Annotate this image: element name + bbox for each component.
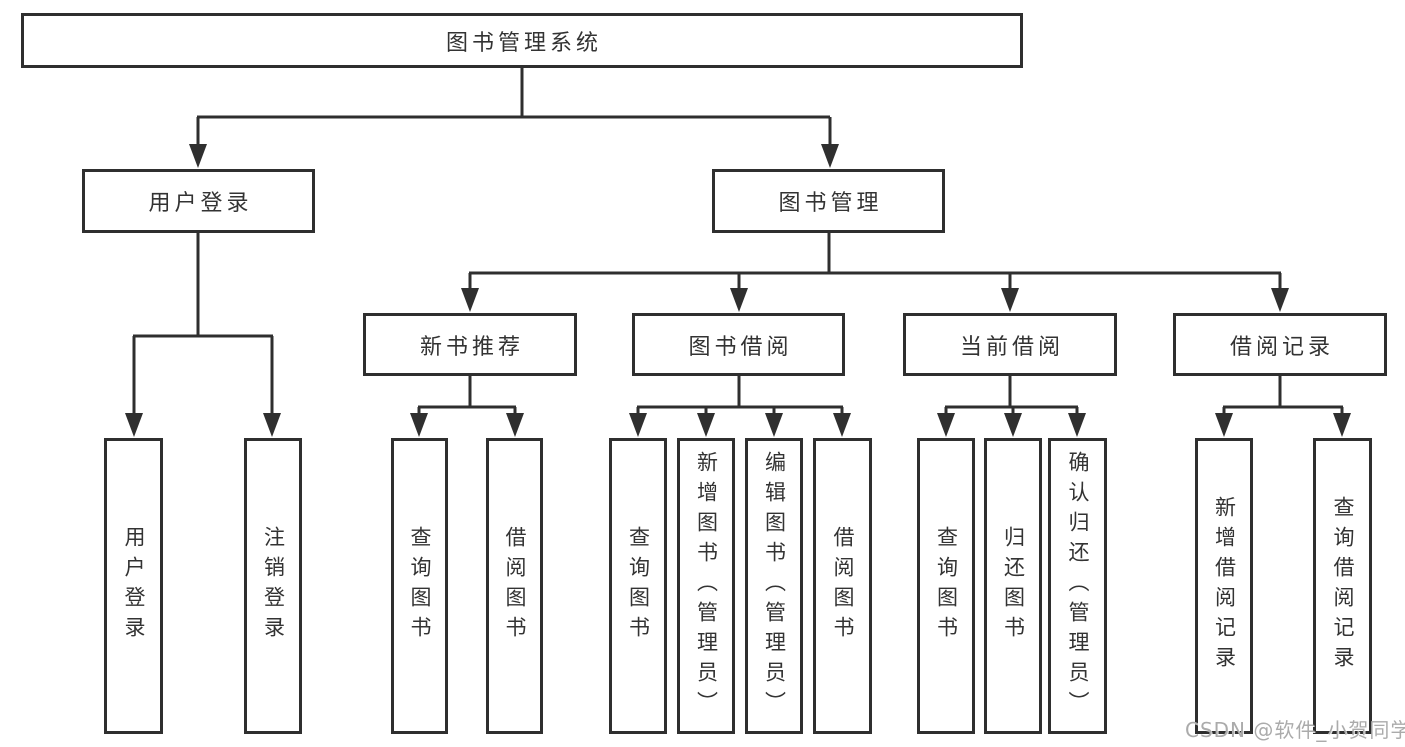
connector-segments <box>132 68 1344 417</box>
leaf-add-borrow-record: 新增借阅记录 <box>1195 438 1253 734</box>
leaf-return-books: 归还图书 <box>984 438 1042 734</box>
leaf-add-books-admin: 新增图书（管理员） <box>677 438 735 734</box>
node-book-borrowing: 图书借阅 <box>632 313 845 376</box>
node-new-book-recommendation: 新书推荐 <box>363 313 577 376</box>
leaf-recommend-query-books: 查询图书 <box>391 438 448 734</box>
leaf-query-borrow-record: 查询借阅记录 <box>1313 438 1372 734</box>
leaf-recommend-borrow-books: 借阅图书 <box>486 438 543 734</box>
node-book-management: 图书管理 <box>712 169 945 233</box>
leaf-current-query-books: 查询图书 <box>917 438 975 734</box>
leaf-logout: 注销登录 <box>244 438 302 734</box>
csdn-watermark: CSDN @软件_小贺同学 <box>1185 718 1405 742</box>
node-root-system: 图书管理系统 <box>21 13 1023 68</box>
node-current-borrowing: 当前借阅 <box>903 313 1117 376</box>
leaf-user-login: 用户登录 <box>104 438 163 734</box>
leaf-borrowing-query-books: 查询图书 <box>609 438 667 734</box>
node-user-login: 用户登录 <box>82 169 315 233</box>
node-borrowing-records: 借阅记录 <box>1173 313 1387 376</box>
leaf-edit-books-admin: 编辑图书（管理员） <box>745 438 803 734</box>
leaf-confirm-return-admin: 确认归还（管理员） <box>1048 438 1107 734</box>
leaf-borrowing-borrow-books: 借阅图书 <box>813 438 872 734</box>
arrowhead-icons <box>125 144 1351 437</box>
